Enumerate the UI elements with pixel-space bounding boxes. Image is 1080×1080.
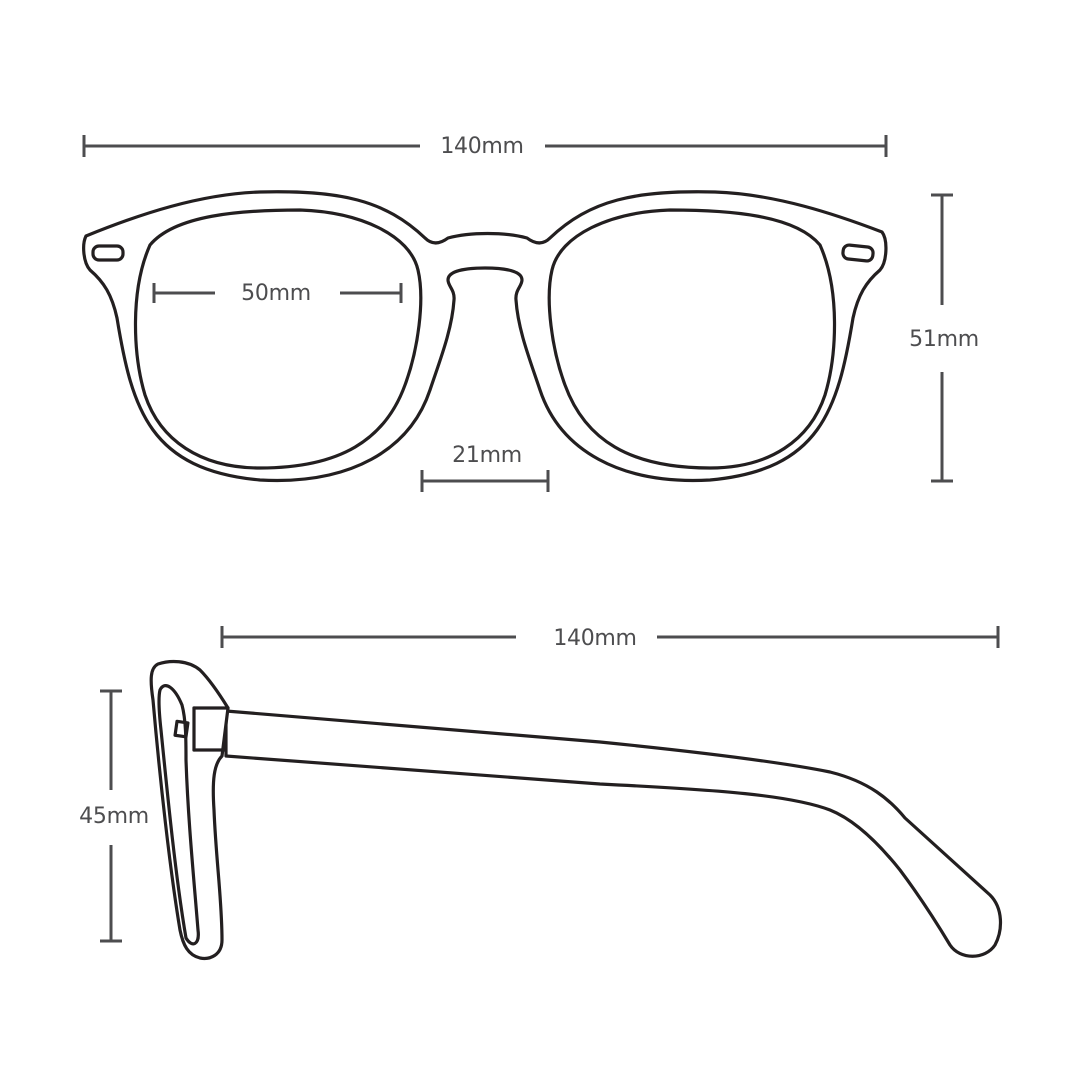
right-hinge-rivet bbox=[841, 243, 875, 263]
left-lens-outline bbox=[133, 208, 423, 470]
side-hinge-rivet bbox=[173, 719, 190, 739]
lens-width-label: 50mm bbox=[241, 281, 311, 306]
lens-height-dimension: 51mm bbox=[909, 193, 979, 483]
left-hinge-rivet bbox=[91, 244, 125, 262]
front-view: 140mm 50mm 21mm 51mm bbox=[82, 134, 979, 492]
frame-front-outline bbox=[82, 190, 888, 483]
temple-arm-outline bbox=[224, 709, 1002, 958]
temple-length-dimension: 140mm bbox=[220, 626, 1000, 651]
lens-height-label: 51mm bbox=[909, 327, 979, 352]
lens-width-dimension: 50mm bbox=[152, 281, 403, 306]
total-width-dimension: 140mm bbox=[82, 134, 888, 159]
frame-height-dimension: 45mm bbox=[79, 689, 149, 943]
right-lens-outline bbox=[547, 208, 837, 470]
side-view: 140mm 45mm bbox=[79, 626, 1002, 961]
total-width-label: 140mm bbox=[440, 134, 523, 159]
frame-height-label: 45mm bbox=[79, 804, 149, 829]
lens-side-outline bbox=[157, 684, 200, 946]
bridge-width-label: 21mm bbox=[452, 443, 522, 468]
temple-length-label: 140mm bbox=[553, 626, 636, 651]
bridge-width-dimension: 21mm bbox=[420, 443, 550, 492]
